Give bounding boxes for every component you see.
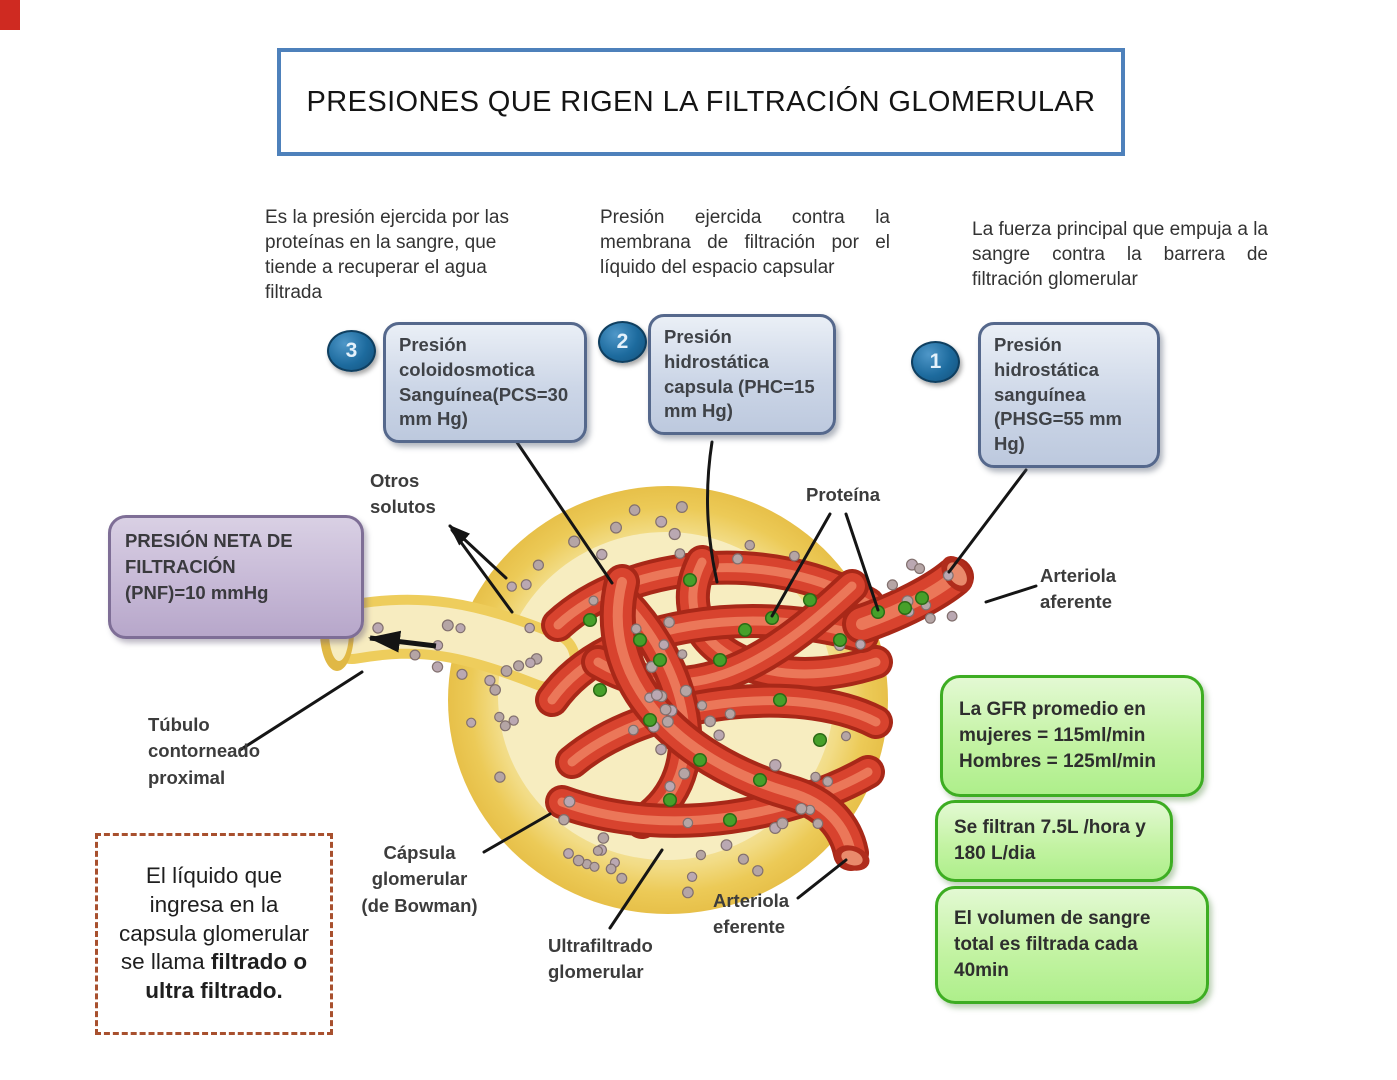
- pressure-box-sanguinea: Presión hidrostática sanguínea (PHSG=55 …: [978, 322, 1160, 468]
- badge-2: 2: [598, 321, 647, 363]
- filtrate-note-text: El líquido que ingresa en la capsula glo…: [110, 862, 318, 1006]
- badge-1: 1: [911, 341, 960, 383]
- filtrate-note-normal: El líquido que ingresa en la capsula glo…: [118, 863, 310, 975]
- title-box: PRESIONES QUE RIGEN LA FILTRACIÓN GLOMER…: [277, 48, 1125, 156]
- connector-lines: [238, 430, 1038, 930]
- net-filtration-box: PRESIÓN NETA DE FILTRACIÓN (PNF)=10 mmHg: [108, 515, 364, 639]
- capillary-tuft: [535, 545, 974, 871]
- info-box-blood-volume: El volumen de sangre total es filtrada c…: [935, 886, 1209, 1004]
- label-arteriola-eferente: Arteriola eferente: [713, 890, 790, 938]
- page-title: PRESIONES QUE RIGEN LA FILTRACIÓN GLOMER…: [306, 85, 1096, 118]
- filtrate-flow-arrow: [368, 630, 437, 653]
- solute-protein-dots: [372, 501, 958, 899]
- description-sanguinea: La fuerza principal que empuja a la sang…: [972, 219, 1268, 291]
- info-box-filtration-rate: Se filtran 7.5L /hora y 180 L/dia: [935, 800, 1173, 882]
- label-tubulo-proximal: Túbulo contorneado proximal: [148, 714, 261, 788]
- label-capsula-glomerular: Cápsula glomerular (de Bowman): [361, 842, 478, 916]
- pressure-box-coloidosmotica: Presión coloidosmotica Sanguínea(PCS=30 …: [383, 322, 587, 444]
- label-otros-solutos: Otros solutos: [370, 470, 436, 518]
- filtrate-note-box: El líquido que ingresa en la capsula glo…: [95, 833, 333, 1035]
- info-box-gfr: La GFR promedio en mujeres = 115ml/min H…: [940, 675, 1204, 797]
- efferent-arteriole: [599, 564, 870, 871]
- label-proteina: Proteína: [806, 484, 881, 505]
- description-capsular: Presión ejercida contra la membrana de f…: [600, 207, 890, 279]
- pressure-box-capsula: Presión hidrostática capsula (PHC=15 mm …: [648, 314, 836, 436]
- badge-3: 3: [327, 330, 376, 372]
- label-ultrafiltrado: Ultrafiltrado glomerular: [548, 935, 653, 983]
- description-coloidosmotica: Es la presión ejercida por las proteínas…: [265, 207, 509, 304]
- corner-mark: [0, 0, 20, 30]
- label-arteriola-aferente: Arteriola aferente: [1040, 565, 1117, 613]
- filtrate-note-bold: filtrado o ultra filtrado.: [145, 949, 308, 1004]
